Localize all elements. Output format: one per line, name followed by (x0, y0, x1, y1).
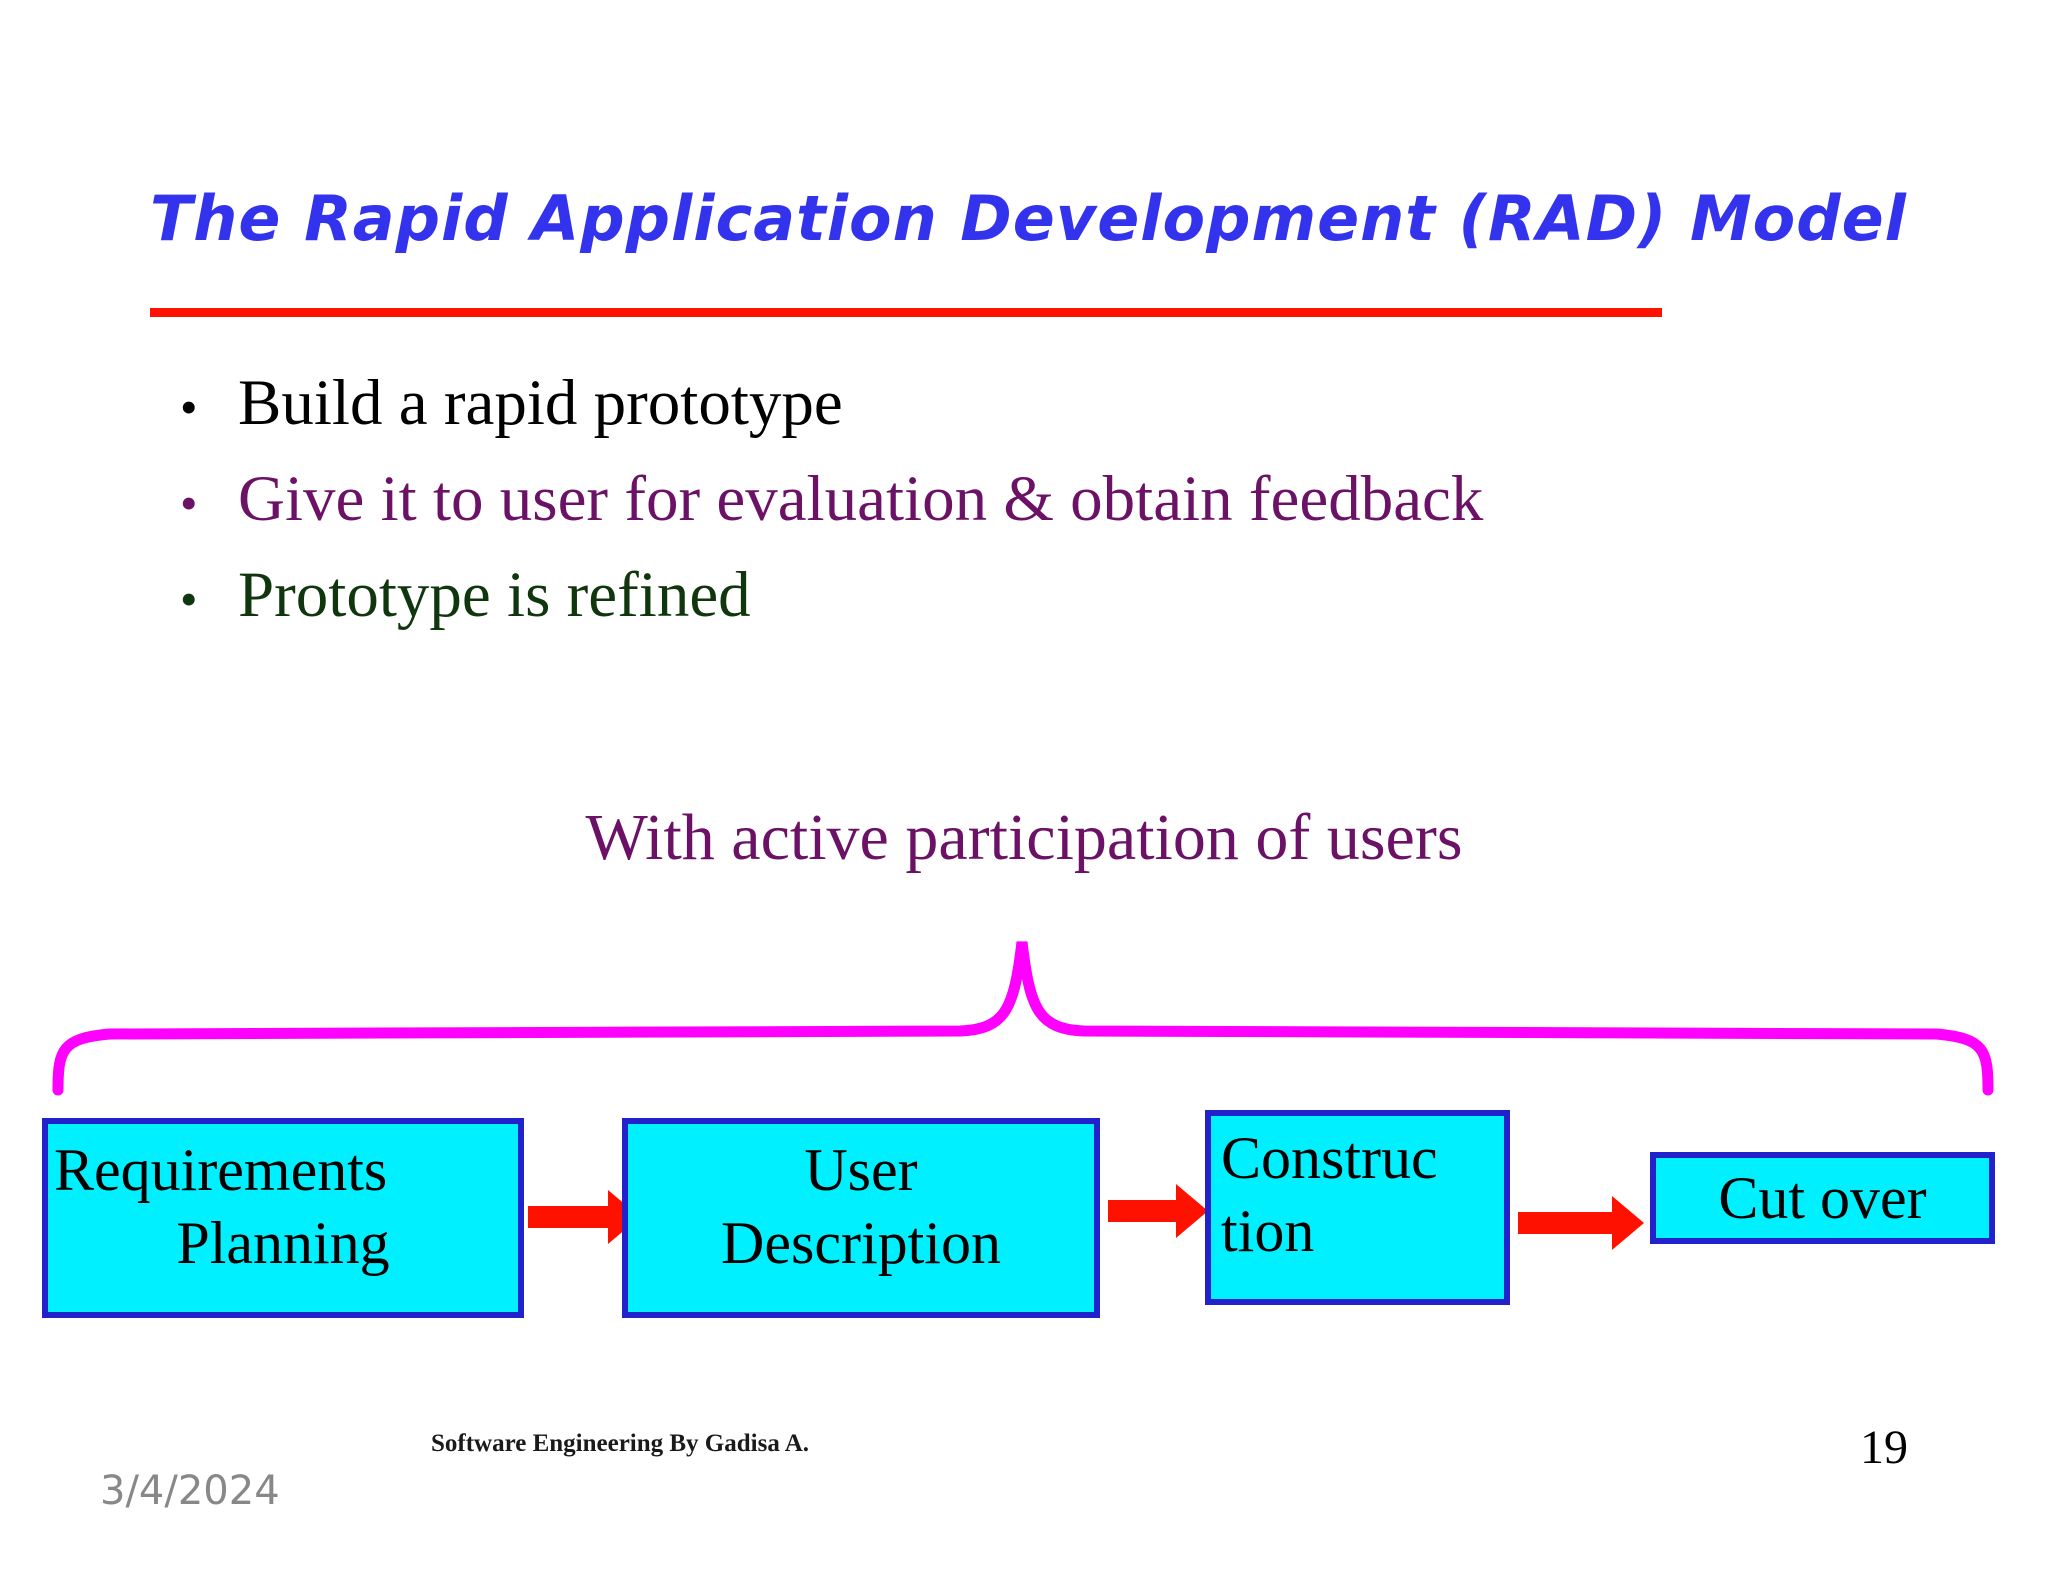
participation-caption: With active participation of users (585, 801, 1463, 874)
bullet-dot-icon: • (180, 475, 198, 532)
footer-credit: Software Engineering By Gadisa A. (430, 1430, 810, 1457)
flow-box-line: Construc (1221, 1125, 1438, 1191)
flow-box-line: Description (721, 1210, 1001, 1277)
flow-arrow-icon (1108, 1184, 1208, 1238)
bullet-text: Build a rapid prototype (238, 367, 843, 439)
flow-box-cut-over[interactable]: Cut over (1650, 1152, 1995, 1244)
flow-box-requirements-planning[interactable]: Requirements Planning (42, 1118, 524, 1318)
footer-page-number: 19 (1860, 1421, 1908, 1474)
flow-box-line: User (804, 1137, 918, 1203)
bullet-list: • Build a rapid prototype • Give it to u… (180, 368, 1940, 657)
bullet-dot-icon: • (180, 379, 198, 435)
curly-brace-icon (52, 941, 1994, 1096)
flow-arrow-icon (1518, 1196, 1644, 1250)
flow-box-line: Planning (176, 1210, 390, 1277)
page-title: The Rapid Application Development (RAD) … (150, 182, 1907, 255)
list-item: • Prototype is refined (180, 560, 1940, 630)
bullet-text: Prototype is refined (238, 559, 751, 632)
flow-box-user-description[interactable]: User Description (622, 1118, 1100, 1318)
list-item: • Build a rapid prototype (180, 368, 1940, 438)
footer-date: 3/4/2024 (100, 1468, 280, 1514)
title-underline-rule (150, 308, 1662, 317)
list-item: • Give it to user for evaluation & obtai… (180, 464, 1940, 534)
flow-box-construction[interactable]: Construc tion (1205, 1110, 1510, 1305)
flow-arrow-icon (528, 1190, 640, 1244)
flow-box-line: tion (1221, 1198, 1315, 1265)
bullet-text: Give it to user for evaluation & obtain … (238, 463, 1484, 536)
flow-box-line: Cut over (1718, 1165, 1927, 1232)
rad-flow-diagram: Requirements Planning User Description C… (0, 1100, 2048, 1320)
brace-container (0, 900, 2048, 1100)
flow-box-line: Requirements (54, 1137, 388, 1203)
bullet-dot-icon: • (180, 571, 198, 628)
